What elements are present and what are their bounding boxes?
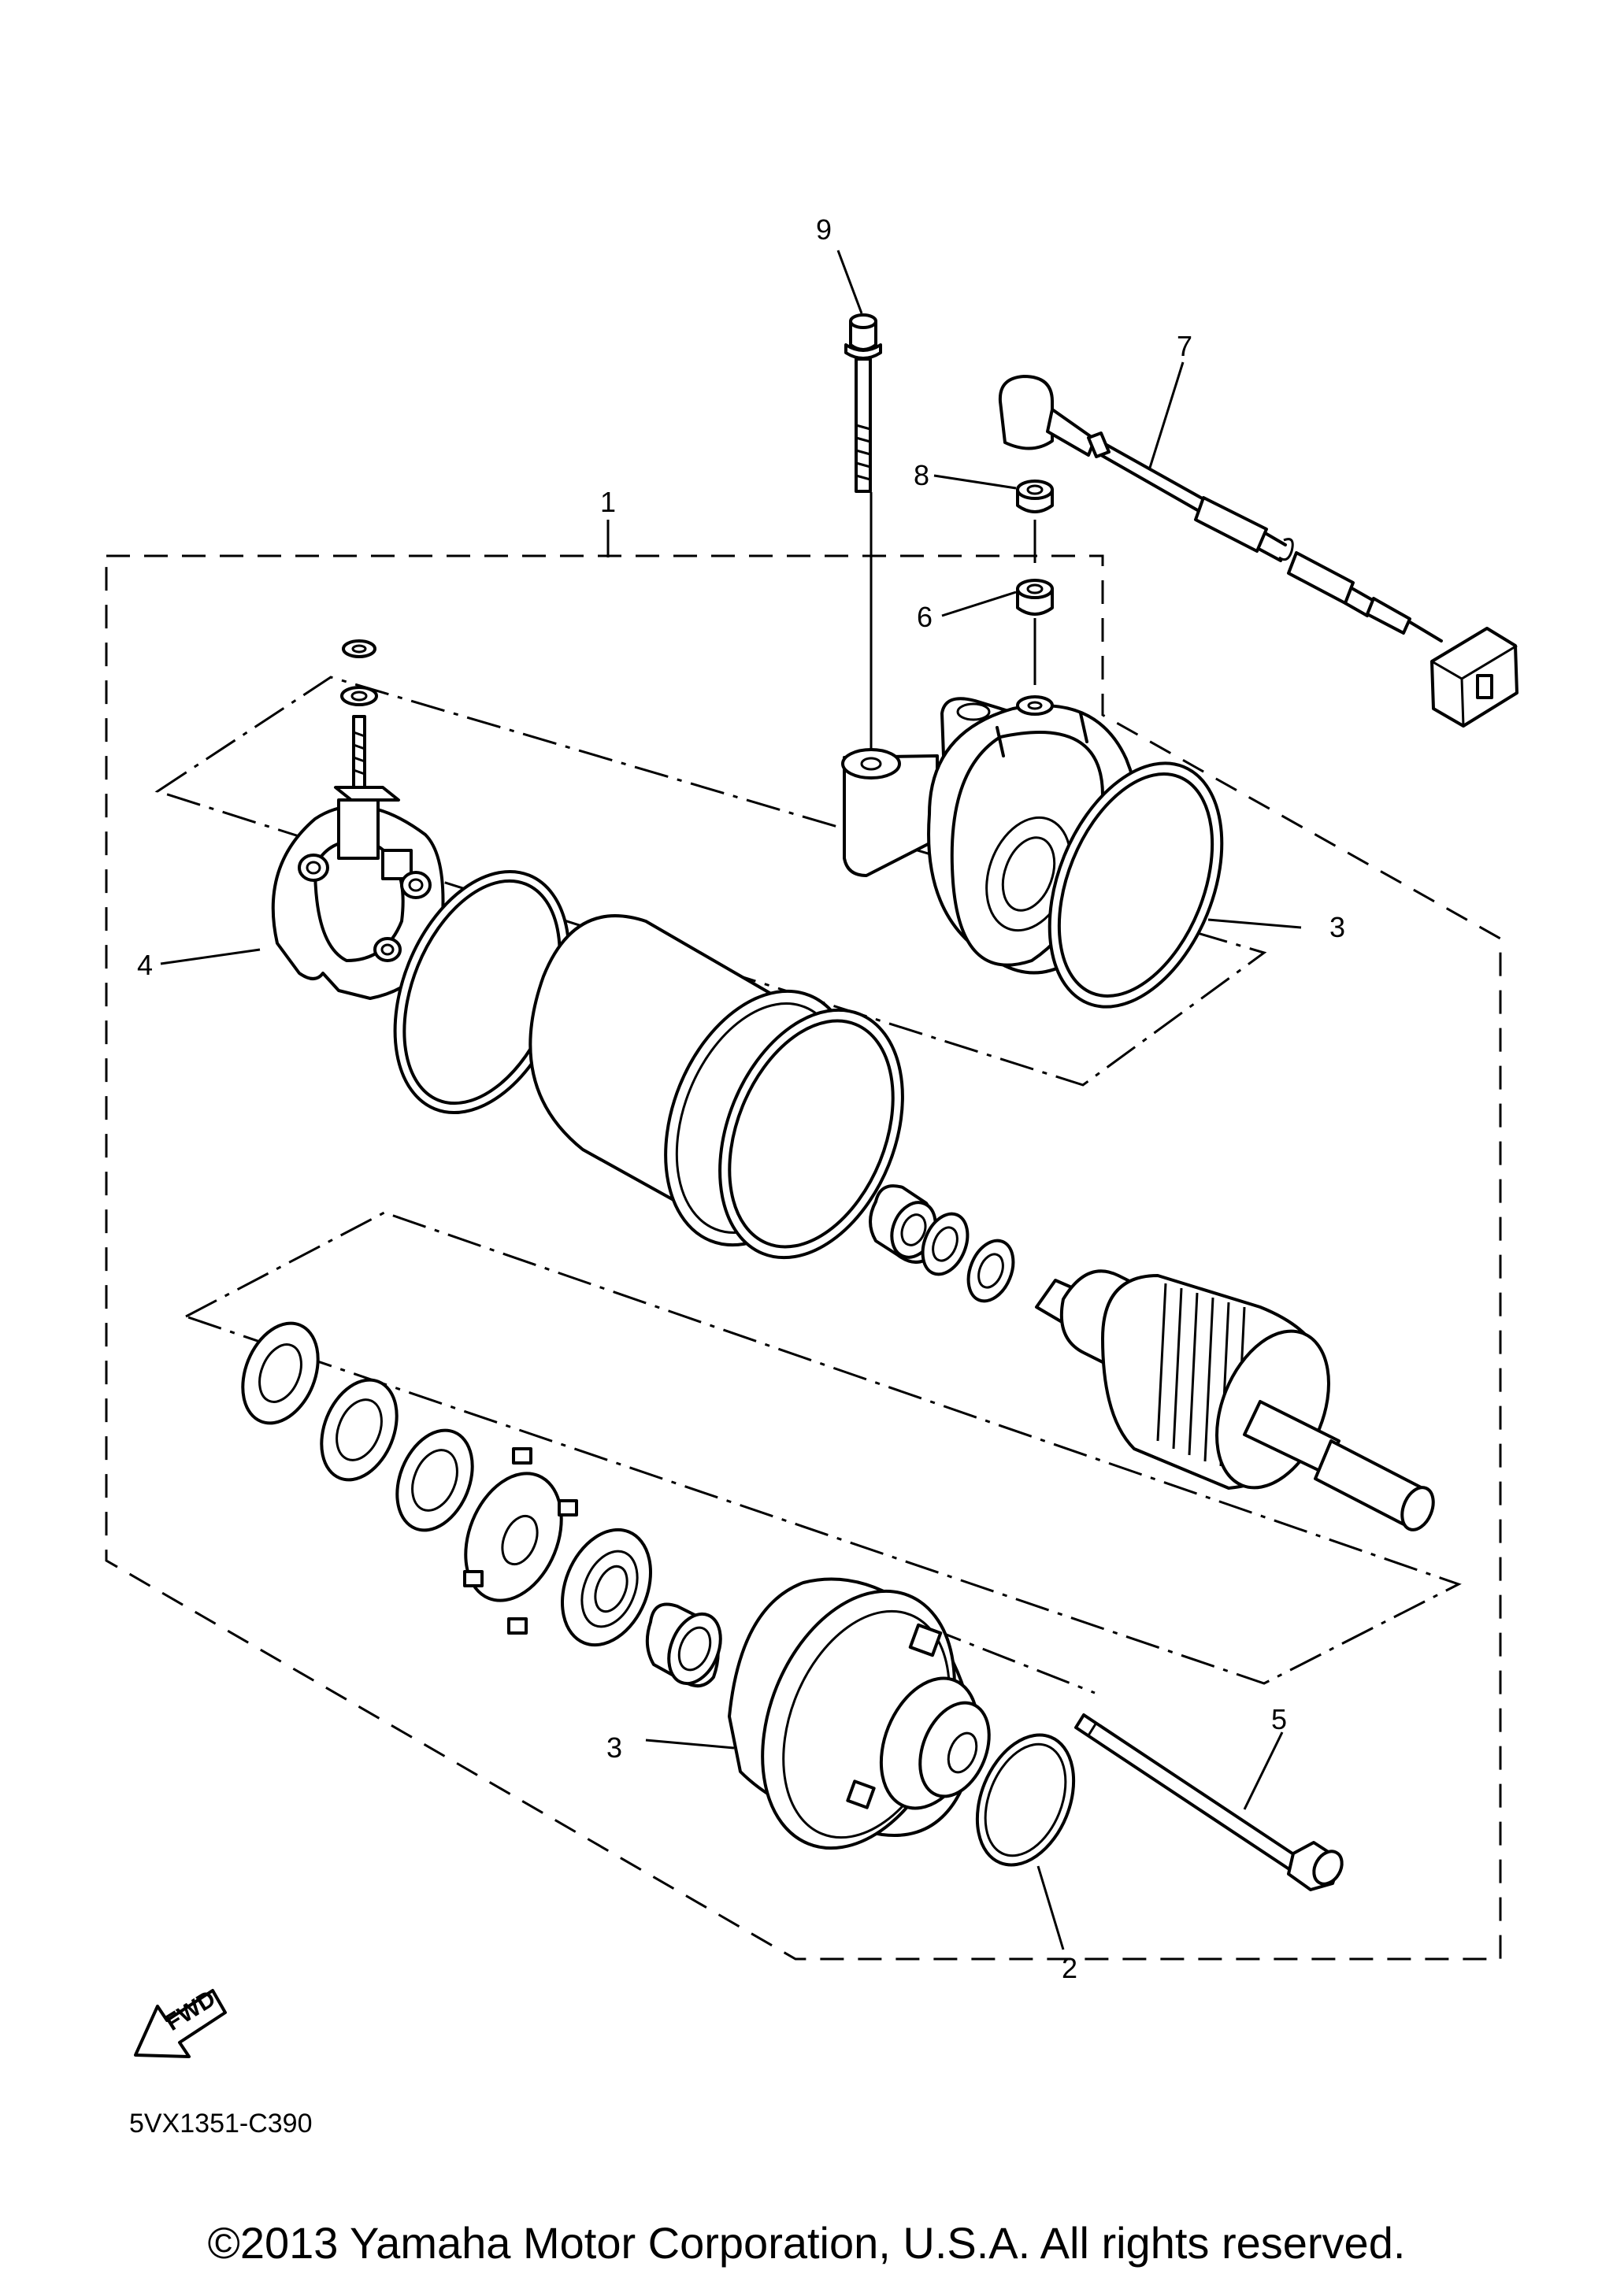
callout-8: 8	[914, 459, 929, 491]
through-bolt-part-5	[1074, 1713, 1344, 1891]
diagram-code: 5VX1351-C390	[129, 2109, 313, 2139]
callout-6: 6	[917, 601, 933, 633]
mounting-bolt-part-9	[844, 313, 882, 493]
nut-part-8	[1016, 480, 1054, 513]
callout-9: 9	[816, 213, 832, 246]
lock-plate	[463, 1447, 578, 1635]
o-ring-yoke-front	[718, 1008, 904, 1260]
o-ring-part-2	[975, 1733, 1076, 1867]
assembly-boundary	[105, 554, 1502, 1961]
upper-alignment-plane	[154, 676, 1267, 1087]
brush-holder-part-4	[271, 639, 445, 1000]
lower-alignment-plane	[183, 1211, 1462, 1685]
callout-4: 4	[137, 949, 153, 981]
leader-lines	[160, 250, 1302, 1950]
callout-5: 5	[1271, 1703, 1287, 1735]
through-bolt-axis	[873, 1605, 1096, 1694]
armature	[1035, 1269, 1435, 1531]
callout-2: 2	[1062, 1952, 1077, 1984]
o-ring-part-3-upper	[1048, 761, 1224, 1009]
lead-wire-part-7	[998, 375, 1518, 728]
callout-3-upper: 3	[1329, 911, 1345, 943]
fwd-arrow-icon: FWD	[134, 1986, 227, 2058]
washer-lower-1	[241, 1321, 320, 1425]
needle-bearing	[645, 1602, 722, 1687]
callout-3-lower: 3	[606, 1731, 622, 1764]
nut-part-6	[1016, 579, 1054, 616]
washer-a	[921, 1212, 970, 1276]
callout-1: 1	[600, 486, 616, 518]
callout-7: 7	[1177, 330, 1192, 362]
washer-lower-2	[320, 1378, 399, 1482]
rear-cover-part-3	[728, 1577, 991, 1850]
washer-b	[966, 1239, 1015, 1303]
copyright-notice: ©2013 Yamaha Motor Corporation, U.S.A. A…	[207, 2218, 1406, 2268]
washer-lower-3	[395, 1428, 474, 1532]
bearing	[561, 1528, 652, 1647]
